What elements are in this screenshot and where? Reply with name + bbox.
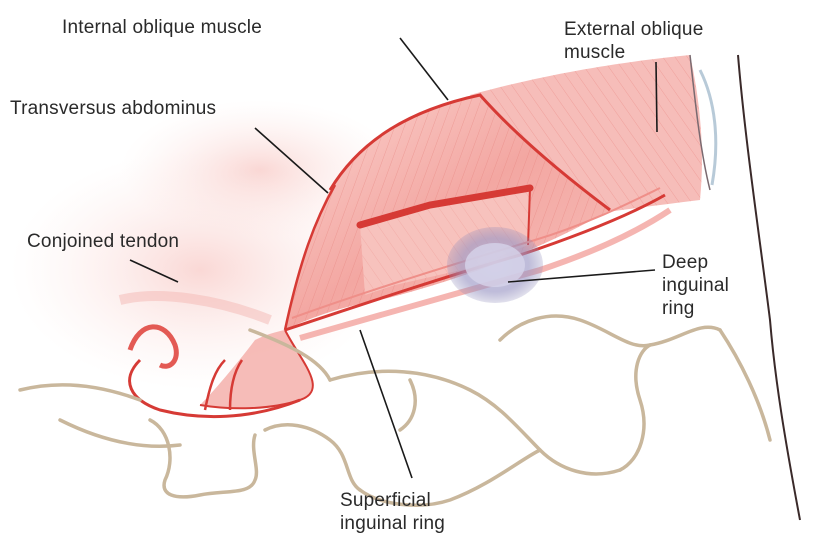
label-conjoined-tendon: Conjoined tendon xyxy=(27,230,179,253)
label-external-oblique: External oblique muscle xyxy=(564,18,703,64)
label-internal-oblique: Internal oblique muscle xyxy=(62,16,262,39)
label-external-oblique-line1: External oblique xyxy=(564,18,703,41)
deep-inguinal-ring xyxy=(447,227,543,303)
label-superficial-ring-line1: Superficial xyxy=(340,489,445,512)
label-deep-ring-line2: inguinal xyxy=(662,274,729,297)
leader-superficial-ring xyxy=(360,330,412,478)
label-superficial-ring: Superficial inguinal ring xyxy=(340,489,445,535)
label-transversus: Transversus abdominus xyxy=(10,97,216,120)
label-deep-ring-line3: ring xyxy=(662,297,729,320)
leader-internal-oblique xyxy=(400,38,448,100)
label-external-oblique-line2: muscle xyxy=(564,41,703,64)
label-deep-ring: Deep inguinal ring xyxy=(662,251,729,320)
leader-external-oblique xyxy=(656,62,657,132)
label-superficial-ring-line2: inguinal ring xyxy=(340,512,445,535)
label-deep-ring-line1: Deep xyxy=(662,251,729,274)
